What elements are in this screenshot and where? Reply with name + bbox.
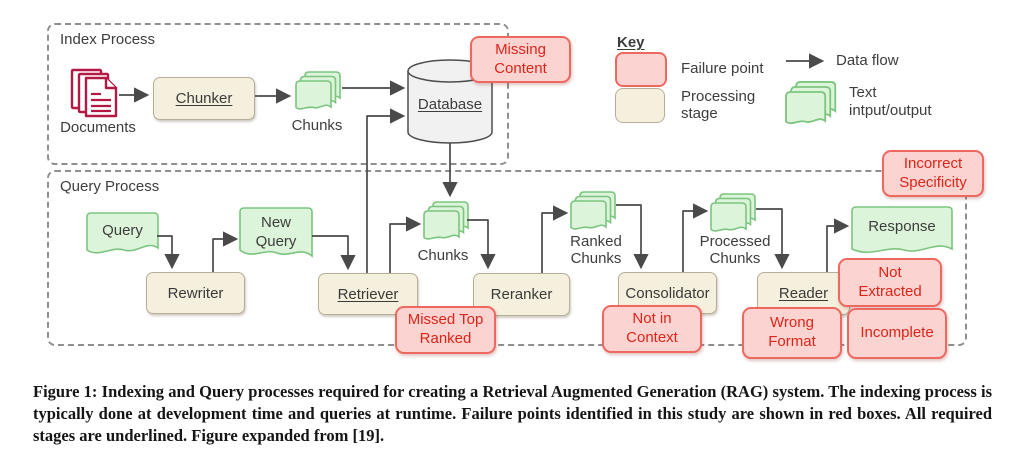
database-label: Database	[417, 96, 483, 113]
retriever-stage: Retriever	[318, 273, 418, 315]
ranked-chunks-label: Ranked Chunks	[570, 233, 622, 267]
arrow-query-to-rewriter	[157, 235, 180, 270]
chunks-index-label: Chunks	[291, 117, 343, 134]
key-processing-label: Processing stage	[681, 88, 756, 122]
rewriter-stage: Rewriter	[146, 272, 245, 314]
arrow-ranked-chunks-to-consolidator	[616, 204, 649, 270]
arrow-reader-to-response	[826, 218, 850, 272]
failure-not-in-context: Not in Context	[602, 305, 702, 353]
data-flow-arrows	[119, 53, 850, 273]
key-text-io-icon	[785, 81, 837, 125]
chunks-index-icon	[295, 71, 341, 110]
rewriter-label: Rewriter	[167, 284, 224, 302]
arrow-retriever-to-chunks	[389, 216, 422, 273]
arrow-reranker-to-ranked-chunks	[541, 205, 569, 273]
query-doc-shape	[86, 212, 159, 254]
query-process-title: Query Process	[60, 178, 160, 195]
documents-icon	[70, 68, 118, 118]
new-query-label: New Query	[255, 214, 297, 250]
documents-label: Documents	[60, 119, 136, 136]
key-failure-label: Failure point	[681, 59, 764, 77]
arrow-chunks-to-reranker	[467, 219, 496, 270]
query-process-box	[47, 170, 967, 346]
retriever-label: Retriever	[337, 285, 399, 303]
failure-incorrect-specificity: Incorrect Specificity	[882, 150, 984, 197]
key-title: Key	[617, 34, 645, 52]
failure-missing-content: Missing Content	[470, 36, 571, 83]
arrow-consolidator-to-processed-chunks	[682, 203, 709, 272]
new-query-doc-shape	[239, 207, 313, 258]
index-process-title: Index Process	[60, 31, 156, 48]
failure-not-extracted: Not Extracted	[838, 258, 942, 307]
reranker-label: Reranker	[490, 286, 553, 303]
key-text-io-label: Text intput/output	[849, 84, 932, 119]
chunks-query-icon	[423, 201, 469, 240]
failure-missed-top-ranked: Missed Top Ranked	[395, 306, 496, 354]
arrow-processed-chunks-to-reader	[756, 208, 790, 270]
response-label: Response	[868, 218, 936, 236]
failure-wrong-format: Wrong Format	[742, 307, 842, 359]
chunker-stage: Chunker	[153, 77, 255, 120]
arrow-new-query-to-retriever	[312, 235, 356, 271]
failure-incomplete: Incomplete	[847, 308, 947, 359]
index-process-box	[47, 23, 509, 165]
key-failure-swatch	[615, 52, 667, 87]
reader-label: Reader	[778, 285, 829, 302]
processed-chunks-icon	[710, 193, 756, 232]
key-data-flow-label: Data flow	[836, 52, 899, 70]
chunker-label: Chunker	[175, 90, 233, 107]
arrow-rewriter-to-new-query	[212, 231, 239, 272]
query-doc-label: Query	[102, 222, 143, 240]
figure-caption: Figure 1: Indexing and Query processes r…	[33, 382, 992, 445]
response-doc-shape	[851, 206, 953, 254]
processed-chunks-label: Processed Chunks	[699, 233, 771, 267]
consolidator-label: Consolidator	[625, 284, 710, 302]
ranked-chunks-icon	[570, 191, 616, 230]
arrow-retriever-to-database	[366, 108, 406, 273]
key-processing-swatch	[615, 88, 665, 123]
chunks-query-label: Chunks	[417, 247, 469, 264]
